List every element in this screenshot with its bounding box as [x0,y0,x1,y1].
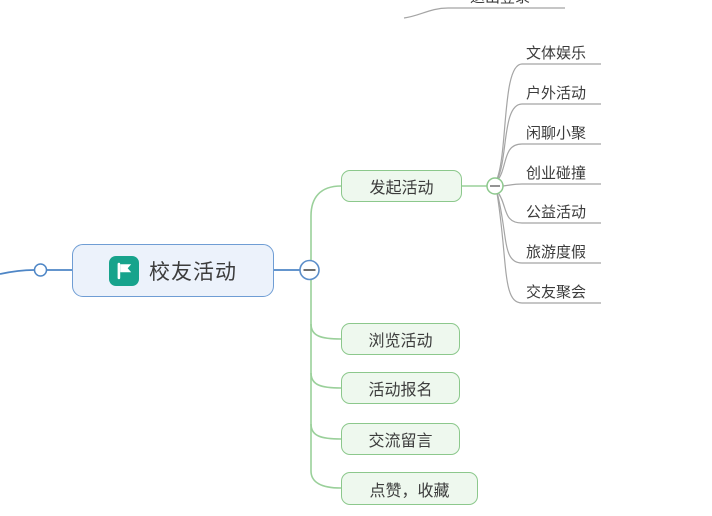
branch-collapse-toggle[interactable] [486,177,504,195]
leaf-topic[interactable]: 文体娱乐 [526,44,587,62]
root-topic[interactable]: 校友活动 [72,244,274,297]
leaf-topic[interactable]: 公益活动 [526,203,587,221]
root-topic-label: 校友活动 [149,259,237,284]
leaf-topic[interactable]: 旅游度假 [526,243,587,261]
partial-top-connector [403,7,565,19]
branch-topic-label: 交流留言 [368,431,433,450]
branch-topic-activity-signup[interactable]: 活动报名 [341,372,460,404]
branch-topic-label: 发起活动 [369,178,434,197]
leaf-connector-lines [403,7,601,304]
branch-connector-lines [310,185,487,489]
root-collapse-toggle[interactable] [299,259,320,281]
flag-icon [109,255,139,286]
branch-topic-label: 浏览活动 [368,331,433,350]
leaf-topic-logout-partial[interactable]: 退出登录 [470,0,570,7]
branch-topic-message-exchange[interactable]: 交流留言 [341,423,460,455]
entry-toggle[interactable] [33,263,48,277]
branch-topic-label: 点赞，收藏 [369,480,450,500]
leaf-topic[interactable]: 户外活动 [526,84,587,102]
leaf-topic[interactable]: 创业碰撞 [526,164,587,182]
root-connector-lines [0,269,300,275]
branch-topic-like-favorite[interactable]: 点赞，收藏 [341,472,478,505]
branch-topic-browse-activity[interactable]: 浏览活动 [341,323,460,355]
branch-topic-label: 活动报名 [368,380,433,399]
branch-topic-initiate-activity[interactable]: 发起活动 [341,170,462,202]
leaf-topic[interactable]: 闲聊小聚 [526,124,587,142]
leaf-topic[interactable]: 交友聚会 [526,283,587,301]
